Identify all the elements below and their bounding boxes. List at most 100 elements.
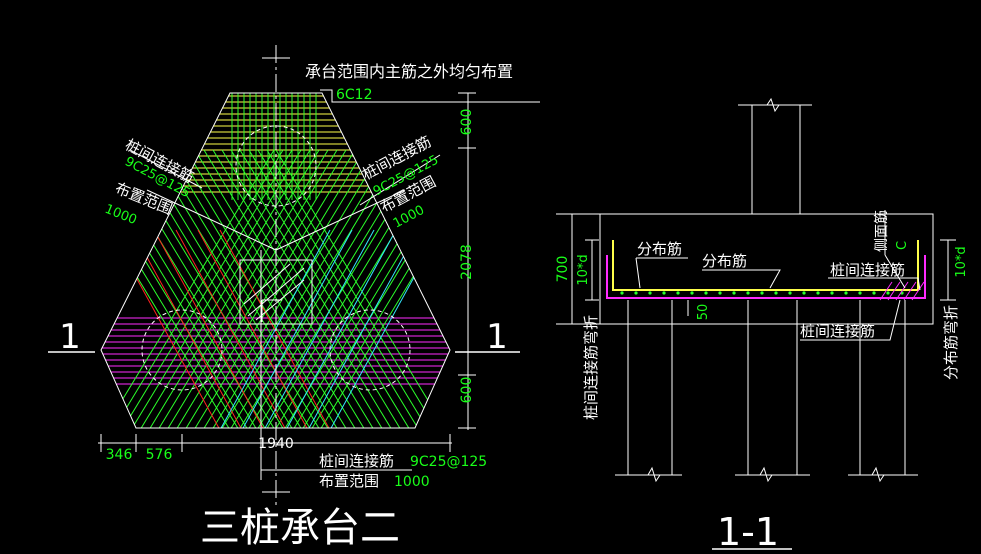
- bottom-label-4: 1000: [394, 474, 430, 490]
- section-rebar-dot: [746, 291, 750, 295]
- bottom-label-3: 布置范围: [319, 472, 379, 490]
- note-top: 承台范围内主筋之外均匀布置: [305, 62, 513, 81]
- section-cap: [599, 213, 934, 325]
- note-top-value: 6C12: [336, 87, 373, 103]
- section-label-right-bend: 分布筋弯折: [942, 305, 960, 380]
- dim-h-3: 1940: [258, 436, 294, 452]
- section-rebar-dot: [774, 291, 778, 295]
- section-side-hatch: [879, 281, 925, 301]
- dim-v-top: 600: [459, 109, 475, 136]
- section-rebar-dot: [844, 291, 848, 295]
- rebar-green-diag-line: [194, 149, 366, 428]
- pile-left: [141, 309, 223, 391]
- rebar-green-diag-line: [148, 149, 320, 428]
- vertical-dimension: [458, 92, 476, 430]
- section-label-side: 侧面筋: [873, 210, 890, 252]
- section-dots: [620, 291, 904, 295]
- rebar-green-diag-line: [248, 149, 420, 428]
- section-rebar-dot: [830, 291, 834, 295]
- section-piles: [615, 300, 918, 483]
- section-rebar-dot: [886, 291, 890, 295]
- section-rebar-dot: [620, 291, 624, 295]
- bottom-label-1: 桩间连接筋: [319, 452, 394, 470]
- section-rebar-dot: [662, 291, 666, 295]
- rebar-cyan-line: [285, 229, 397, 428]
- rebar-green-diag-line: [220, 149, 392, 428]
- top-note-leader: [320, 89, 540, 103]
- rebar-green-diag-line: [212, 149, 384, 428]
- left-label-4: 1000: [103, 202, 139, 228]
- section-rebar-dot: [802, 291, 806, 295]
- plan-view: 1 1 600 2078 600 346 576 1940 承台范围内主筋之外均…: [48, 45, 540, 551]
- rebar-green-diag-line: [158, 149, 330, 428]
- rebar-green-diag-line: [239, 149, 411, 428]
- section-rebar-dot: [718, 291, 722, 295]
- rebar-green-diag-line: [257, 149, 429, 428]
- section-dim-cover: 50: [696, 304, 711, 321]
- dim-v-bot: 600: [459, 377, 475, 404]
- plan-title: 三桩承台二: [200, 505, 400, 551]
- left-range-leader: [129, 149, 277, 251]
- section-rebar-dot: [858, 291, 862, 295]
- section-rebar-dot: [676, 291, 680, 295]
- section-label-dist-2: 分布筋: [702, 252, 747, 270]
- rebar-green-diag-line: [103, 149, 275, 428]
- rebar-red-line: [175, 229, 287, 428]
- rebar-green-diag-line: [139, 149, 311, 428]
- section-rebar-dot: [732, 291, 736, 295]
- section-magenta-bar: [606, 255, 926, 299]
- section-dim-height: 700: [555, 256, 571, 283]
- section-rebar-dot: [872, 291, 876, 295]
- section-rebar-dot: [816, 291, 820, 295]
- rebar-cyan-line: [263, 229, 375, 428]
- section-label-left-bend: 桩间连接筋弯折: [582, 315, 600, 420]
- rebar-red-line: [197, 229, 309, 428]
- rebar-green-diag-line: [229, 149, 401, 428]
- rebar-green-diag-line: [310, 149, 450, 428]
- section-view: 700 10*d 10*d 50 分布筋 分布筋 侧面筋 C 桩间连接筋 桩间连…: [555, 97, 969, 554]
- section-title: 1-1: [717, 510, 779, 554]
- pile-cap-outline: [100, 92, 451, 429]
- rebar-cyan-line: [241, 229, 353, 428]
- section-rebar-dot: [690, 291, 694, 295]
- bottom-range-leader: [260, 250, 412, 480]
- section-rebar-dot: [648, 291, 652, 295]
- section-rebar-dot: [704, 291, 708, 295]
- section-label-dist-1: 分布筋: [637, 240, 682, 258]
- rebar-green-diag-line: [166, 149, 338, 428]
- section-mark-right: 1: [486, 317, 508, 357]
- rebar-green-diag-line: [266, 149, 438, 428]
- rebar-green-diag-line: [184, 149, 356, 428]
- rebar-green-diag-line: [185, 149, 357, 428]
- section-yellow-bar: [612, 240, 919, 291]
- pile-right: [329, 309, 411, 391]
- section-label-link-bottom: 桩间连接筋: [800, 322, 875, 340]
- rebar-green-diag-line: [202, 149, 374, 428]
- rebar-cyan-line: [307, 229, 419, 428]
- rebar-green-diag-line: [230, 149, 402, 428]
- section-rebar-dot: [760, 291, 764, 295]
- rebar-red-line: [131, 229, 243, 428]
- section-leaders: [635, 210, 921, 341]
- section-mark-left: 1: [59, 317, 81, 357]
- section-dim-right-hook: 10*d: [954, 246, 969, 277]
- dim-h-1: 346: [106, 447, 133, 463]
- section-dims: [556, 213, 956, 325]
- bottom-label-2: 9C25@125: [410, 454, 487, 470]
- right-range-leader: [275, 154, 441, 251]
- horizontal-dimension: [98, 434, 452, 452]
- section-column: [751, 97, 801, 214]
- rebar-green-diag-line: [101, 149, 240, 428]
- rebar-green-diag-line: [221, 149, 393, 428]
- section-rebar-dot: [788, 291, 792, 295]
- rebar-green-diag-line: [275, 149, 447, 428]
- section-label-link-top: 桩间连接筋: [830, 261, 905, 279]
- section-label-side-value: C: [895, 241, 910, 250]
- rebar-green-diag-line: [157, 149, 329, 428]
- rebar-green-diag-line: [203, 149, 375, 428]
- pile-top: [235, 125, 317, 207]
- rebar-green-diag-line: [121, 149, 293, 428]
- rebar-green-diag-line: [176, 149, 348, 428]
- rebar-green-diag-line: [101, 149, 231, 428]
